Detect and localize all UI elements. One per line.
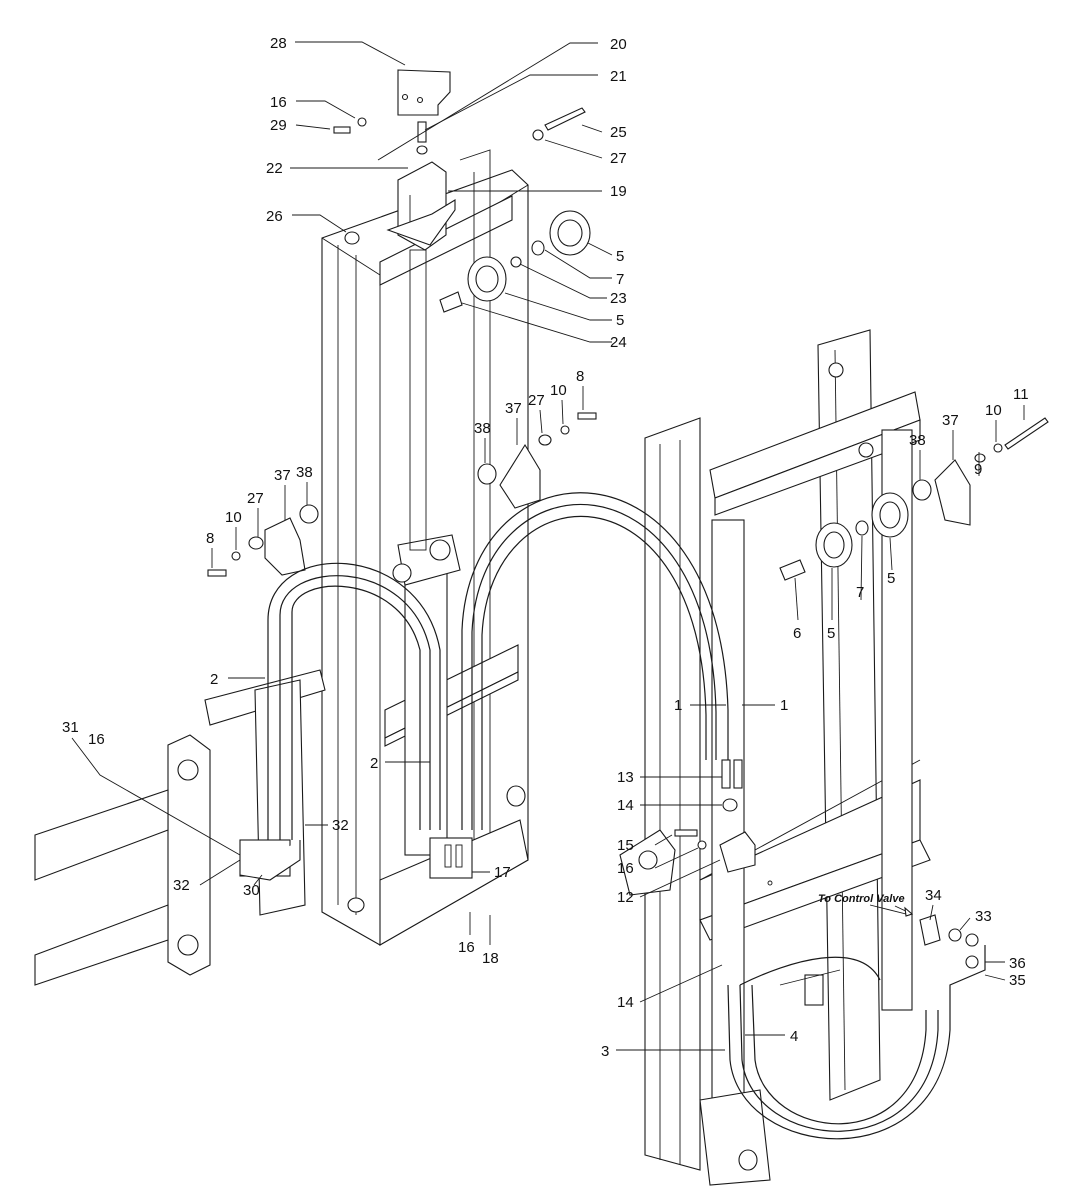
bracket-37-center (477, 412, 597, 509)
callout-1-a: 1 (674, 697, 682, 714)
callout-16: 16 (270, 94, 287, 111)
callout-27-c: 27 (247, 490, 264, 507)
callout-15: 15 (617, 837, 634, 854)
bracket-19 (386, 161, 456, 251)
callout-37-c: 37 (274, 467, 291, 484)
hose-2-center-loop (461, 492, 729, 830)
callout-1-b: 1 (780, 697, 788, 714)
callout-22: 22 (266, 160, 283, 177)
hose-block-12 (719, 759, 756, 873)
leader-lines (71, 41, 1025, 1051)
hose-3-4-lower-loop (727, 945, 986, 1140)
callout-36: 36 (1009, 955, 1026, 972)
callout-16-d: 16 (458, 939, 475, 956)
callout-5-c: 5 (827, 625, 835, 642)
callout-38-a: 38 (474, 420, 491, 437)
bolt-21 (416, 121, 428, 155)
callout-5-d: 5 (887, 570, 895, 587)
callout-16-c: 16 (617, 860, 634, 877)
callout-4: 4 (790, 1028, 798, 1045)
callout-11: 11 (1013, 386, 1029, 403)
callout-34: 34 (925, 887, 942, 904)
bracket-37-right (912, 417, 1049, 526)
callout-13: 13 (617, 769, 634, 786)
callout-labels: 28 20 21 16 29 25 27 22 19 26 5 7 23 5 2… (62, 35, 1029, 1060)
callout-20: 20 (610, 36, 627, 53)
callout-27: 27 (610, 150, 627, 167)
callout-12: 12 (617, 889, 634, 906)
hose-2-left-loop (267, 562, 441, 840)
flow-valve (779, 969, 841, 1006)
hose-guard-28 (397, 69, 451, 116)
callout-16-b: 16 (88, 731, 105, 748)
callout-14-b: 14 (617, 994, 634, 1011)
callout-7-b: 7 (856, 584, 864, 601)
bracket-37-left (207, 504, 319, 577)
bolt-29 (333, 117, 367, 134)
fittings-33-34 (919, 914, 979, 969)
sheave-lower-5 (439, 256, 507, 313)
callout-3: 3 (601, 1043, 609, 1060)
callout-8-a: 8 (576, 368, 584, 385)
callout-32-a: 32 (332, 817, 349, 834)
sheave-right-5b (871, 492, 909, 538)
to-control-valve-label: To Control Valve (818, 893, 905, 905)
fork-carriage (34, 669, 326, 986)
callout-10-c: 10 (225, 509, 242, 526)
callout-35: 35 (1009, 972, 1026, 989)
callout-21: 21 (610, 68, 627, 85)
callout-7-a: 7 (616, 271, 624, 288)
callout-27-b: 27 (528, 392, 545, 409)
callout-18: 18 (482, 950, 499, 967)
callout-37-b: 37 (942, 412, 959, 429)
callout-38-b: 38 (909, 432, 926, 449)
right-carriage-crossbar (699, 759, 931, 941)
hose-clamp-bracket-17 (429, 837, 473, 879)
callout-24: 24 (610, 334, 627, 351)
callout-33: 33 (975, 908, 992, 925)
callout-10-a: 10 (550, 382, 567, 399)
callout-2-a: 2 (210, 671, 218, 688)
bolt-15-washer-16 (619, 829, 707, 896)
callout-8-b: 8 (206, 530, 214, 547)
callout-5-a: 5 (616, 248, 624, 265)
callout-32-b: 32 (173, 877, 190, 894)
callout-30: 30 (243, 882, 260, 899)
callout-28: 28 (270, 35, 287, 52)
control-valve-note: To Control Valve (818, 893, 914, 917)
callout-26: 26 (266, 208, 283, 225)
callout-37-a: 37 (505, 400, 522, 417)
callout-6: 6 (793, 625, 801, 642)
callout-25: 25 (610, 124, 627, 141)
callout-14-a: 14 (617, 797, 634, 814)
sheave-right-5a (815, 522, 853, 568)
right-upper-crossbar (709, 391, 921, 516)
bolt-25 (532, 107, 586, 141)
sheave-upper-5 (510, 210, 591, 268)
callout-5-b: 5 (616, 312, 624, 329)
callout-19: 19 (610, 183, 627, 200)
callout-38-c: 38 (296, 464, 313, 481)
callout-31: 31 (62, 719, 79, 736)
callout-23: 23 (610, 290, 627, 307)
callout-10-b: 10 (985, 402, 1002, 419)
callout-29: 29 (270, 117, 287, 134)
pin-6 (779, 559, 806, 581)
spacer-7-right (855, 520, 869, 536)
callout-17: 17 (494, 864, 511, 881)
callout-2-b: 2 (370, 755, 378, 772)
callout-9: 9 (974, 461, 982, 478)
hose-clamp-bracket-left (239, 839, 301, 881)
